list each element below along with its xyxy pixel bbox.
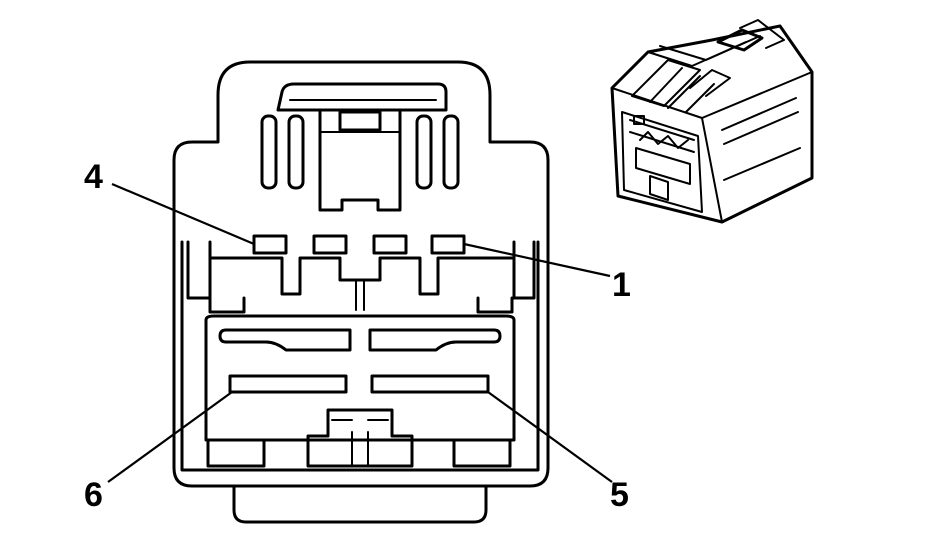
pin-label-6: 6 xyxy=(84,476,103,514)
left-foot xyxy=(206,438,266,468)
leader-6 xyxy=(107,391,233,483)
connector-isometric-view xyxy=(610,19,814,224)
leader-5 xyxy=(487,391,613,483)
pin-cavity-5 xyxy=(370,374,490,394)
center-key xyxy=(306,408,414,468)
leader-lines xyxy=(107,182,613,483)
latch-slots xyxy=(260,114,460,190)
pin-label-4: 4 xyxy=(84,158,103,196)
lower-chamber xyxy=(204,314,516,442)
leader-1 xyxy=(463,242,611,278)
connector-face xyxy=(172,60,550,524)
pin-cavity-1 xyxy=(430,234,466,255)
pin-cavity-3 xyxy=(312,234,348,255)
left-guide xyxy=(186,240,212,300)
center-divider xyxy=(355,279,365,311)
right-foot xyxy=(452,438,512,468)
pin-cavity-4 xyxy=(252,234,288,255)
pin-cavity-2 xyxy=(372,234,408,255)
upper-pin-row xyxy=(252,234,466,255)
leader-4 xyxy=(111,182,255,246)
left-rail xyxy=(218,328,352,352)
right-guide xyxy=(512,240,536,300)
pin-label-1: 1 xyxy=(612,266,631,304)
right-rail xyxy=(368,328,502,352)
pin-cavity-ridge xyxy=(208,256,514,296)
pin-cavity-6 xyxy=(228,374,348,394)
latch xyxy=(276,82,448,212)
pin-label-5: 5 xyxy=(610,476,629,514)
